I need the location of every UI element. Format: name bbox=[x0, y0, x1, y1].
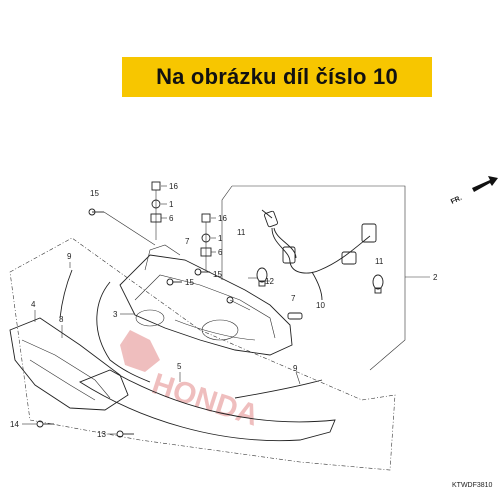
direction-indicator: FR. bbox=[450, 176, 498, 206]
fastener-stack-right bbox=[200, 213, 212, 270]
label-16-top: 16 bbox=[169, 182, 178, 191]
label-15-mid-left: 15 bbox=[185, 278, 194, 287]
label-6-mid: 6 bbox=[218, 248, 223, 257]
label-8: 8 bbox=[59, 315, 64, 324]
part-highlight-banner: Na obrázku díl číslo 10 bbox=[122, 57, 432, 97]
label-7-right: 7 bbox=[291, 294, 296, 303]
direction-label: FR. bbox=[450, 195, 463, 206]
label-2: 2 bbox=[433, 273, 438, 282]
label-7-left: 7 bbox=[185, 237, 190, 246]
gasket-strip-left-2 bbox=[96, 281, 151, 383]
gasket-strip-right bbox=[234, 379, 323, 399]
label-1-top: 1 bbox=[169, 200, 174, 209]
label-4: 4 bbox=[31, 300, 36, 309]
direction-arrow-icon bbox=[472, 176, 498, 192]
label-9-right: 9 bbox=[293, 364, 298, 373]
label-1-mid: 1 bbox=[218, 234, 223, 243]
honda-watermark-text: HONDA bbox=[148, 367, 263, 432]
label-15-top: 15 bbox=[90, 189, 99, 198]
tail-light-housing bbox=[119, 244, 293, 356]
screw-15-top bbox=[88, 208, 156, 246]
label-3: 3 bbox=[113, 310, 118, 319]
assembly-boundary bbox=[9, 237, 396, 471]
label-16-mid: 16 bbox=[218, 214, 227, 223]
screw-15-mid bbox=[166, 268, 251, 311]
label-9-left: 9 bbox=[67, 252, 72, 261]
label-6-top: 6 bbox=[169, 214, 174, 223]
label-5: 5 bbox=[177, 362, 182, 371]
label-15-mid-right: 15 bbox=[213, 270, 222, 279]
lower-cover bbox=[79, 369, 336, 442]
diagram-code: KTWDF3810 bbox=[452, 482, 493, 489]
wiring-group-box bbox=[221, 185, 406, 371]
bulb-7-small bbox=[287, 312, 303, 320]
part-labels: 15 16 1 6 16 1 7 6 15 15 9 4 8 3 5 11 12… bbox=[10, 182, 438, 439]
label-12: 12 bbox=[265, 277, 274, 286]
gasket-strip-left bbox=[59, 269, 73, 319]
label-14: 14 bbox=[10, 420, 19, 429]
fastener-stack-left bbox=[150, 181, 162, 240]
bulb-11-right bbox=[372, 274, 384, 294]
lens-cover bbox=[9, 317, 129, 411]
label-10: 10 bbox=[316, 301, 325, 310]
leader-lines bbox=[22, 185, 301, 435]
wire-harness bbox=[261, 209, 377, 301]
label-11-left: 11 bbox=[237, 228, 246, 237]
label-11-right: 11 bbox=[375, 257, 384, 266]
label-13: 13 bbox=[97, 430, 106, 439]
